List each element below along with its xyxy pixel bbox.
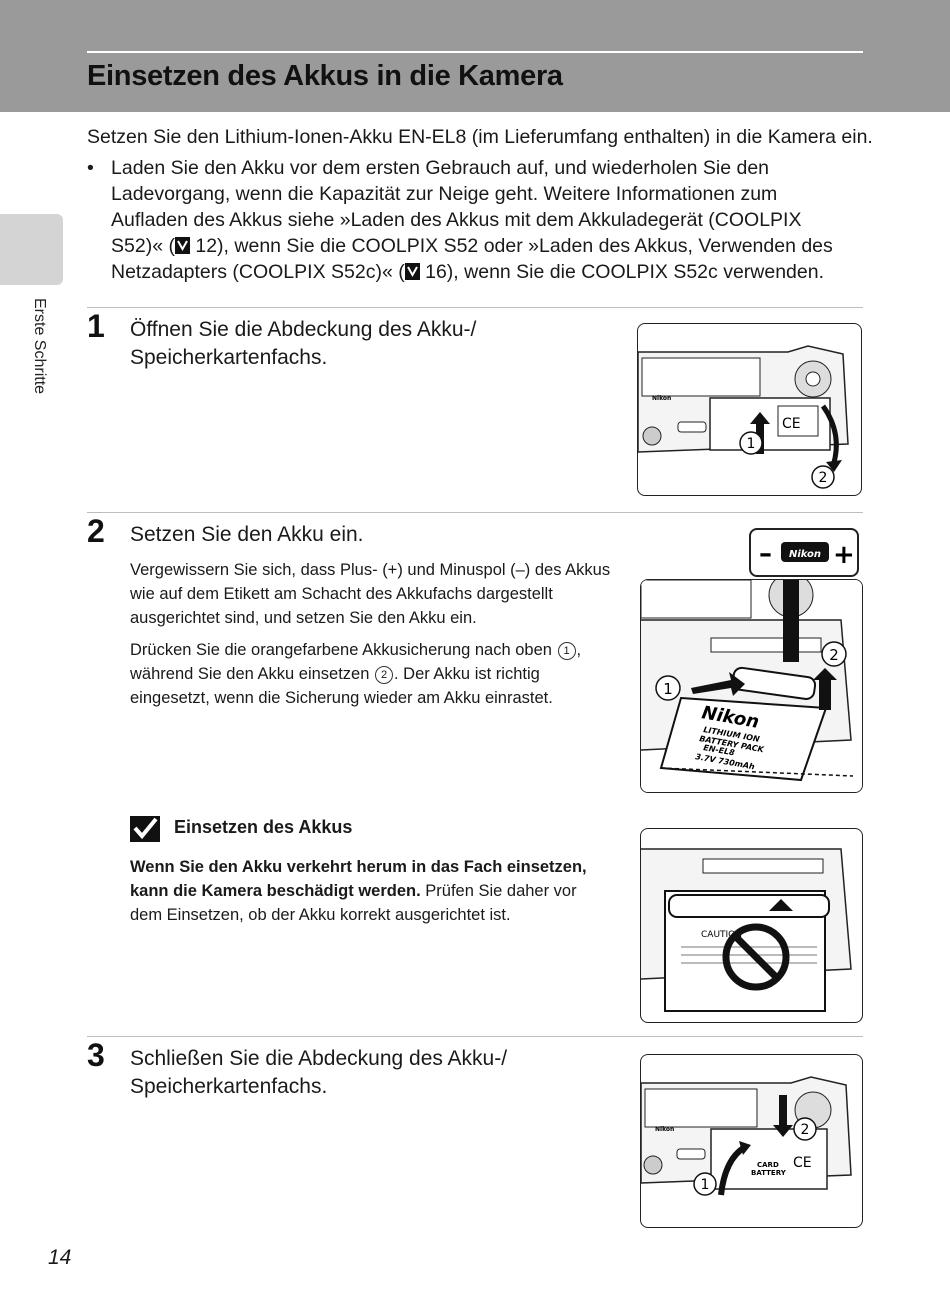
battery-polarity-label: – Nikon +: [749, 528, 859, 577]
camera-brand-text: Nikon: [655, 1126, 674, 1133]
step-title-1: Öffnen Sie die Abdeckung des Akku-/ Spei…: [130, 318, 477, 369]
header-rule: [87, 51, 863, 53]
note-warning-bold: Wenn Sie den Akku verkehrt herum in das …: [130, 858, 587, 900]
callout-1: 1: [747, 436, 756, 452]
illustration-open-cover: Nikon CE 1 2: [637, 323, 862, 496]
step-2-paragraph-2: Drücken Sie die orangefarbene Akkusicher…: [130, 638, 620, 710]
step-number-1: 1: [87, 308, 105, 344]
intro-text: Setzen Sie den Lithium-Ionen-Akku EN-EL8…: [87, 126, 873, 148]
page-reference-icon: [404, 263, 420, 280]
ce-mark: CE: [782, 416, 801, 432]
svg-text:+: +: [833, 540, 855, 570]
checkmark-note-icon: [130, 816, 160, 842]
page-title: Einsetzen des Akkus in die Kamera: [87, 60, 563, 92]
callout-2: 2: [829, 646, 839, 664]
illustration-insert-battery: Nikon LITHIUM ION BATTERY PACK EN-EL8 3.…: [640, 579, 863, 793]
step-divider: [87, 512, 863, 513]
polarity-label-brand: Nikon: [789, 549, 821, 560]
camera-brand-text: Nikon: [652, 395, 671, 402]
bullet-dot: •: [87, 157, 94, 179]
battery-caution-text: CAUTION: [701, 930, 742, 940]
step-2-paragraph-2b: , während Sie den Akku einsetzen: [130, 641, 582, 683]
callout-1: 1: [701, 1177, 710, 1193]
circled-number-1: 1: [557, 642, 576, 660]
step-2-body: Vergewissern Sie sich, dass Plus- (+) un…: [130, 558, 620, 718]
note-title-text: Einsetzen des Akkus: [174, 817, 353, 837]
page-reference-icon: [174, 237, 190, 254]
circled-number-2: 2: [375, 666, 393, 684]
step-title-3: Schließen Sie die Abdeckung des Akku-/ S…: [130, 1047, 508, 1098]
bullet-text-part1: Laden Sie den Akku vor dem ersten Gebrau…: [111, 157, 802, 257]
step-2-paragraph-2c: . Der Akku ist richtig eingesetzt, wenn …: [130, 665, 553, 707]
ce-mark: CE: [793, 1155, 812, 1171]
svg-text:–: –: [759, 539, 772, 569]
illustration-close-cover: Nikon CARD BATTERY CE 1 2: [640, 1054, 863, 1228]
card-label: CARD: [757, 1161, 779, 1169]
note-body: Wenn Sie den Akku verkehrt herum in das …: [130, 855, 610, 927]
step-number-2: 2: [87, 513, 105, 549]
callout-1: 1: [663, 680, 673, 698]
bullet-text: Laden Sie den Akku vor dem ersten Gebrau…: [111, 155, 847, 285]
battery-label: BATTERY: [751, 1169, 787, 1177]
callout-2: 2: [801, 1122, 810, 1138]
note-warning-rest: Prüfen Sie daher vor dem Einsetzen, ob d…: [130, 882, 577, 924]
header-band: [0, 0, 950, 112]
illustration-wrong-orientation: CAUTION: [640, 828, 863, 1023]
page-number: 14: [48, 1246, 72, 1269]
step-2-paragraph-1: Vergewissern Sie sich, dass Plus- (+) un…: [130, 561, 611, 627]
bullet-text-part2: 12), wenn Sie die COOLPIX S52 oder »Lade…: [111, 235, 833, 283]
step-divider: [87, 307, 863, 308]
step-title-2: Setzen Sie den Akku ein.: [130, 523, 364, 546]
side-tab-label: Erste Schritte: [31, 298, 48, 395]
callout-2: 2: [819, 470, 828, 486]
step-divider: [87, 1036, 863, 1037]
side-tab: [0, 214, 63, 285]
step-2-paragraph-2a: Drücken Sie die orangefarbene Akkusicher…: [130, 641, 557, 659]
bullet-text-part3: 16), wenn Sie die COOLPIX S52c verwenden…: [419, 261, 825, 283]
step-number-3: 3: [87, 1037, 105, 1073]
note-title: Einsetzen des Akkus: [130, 817, 352, 838]
